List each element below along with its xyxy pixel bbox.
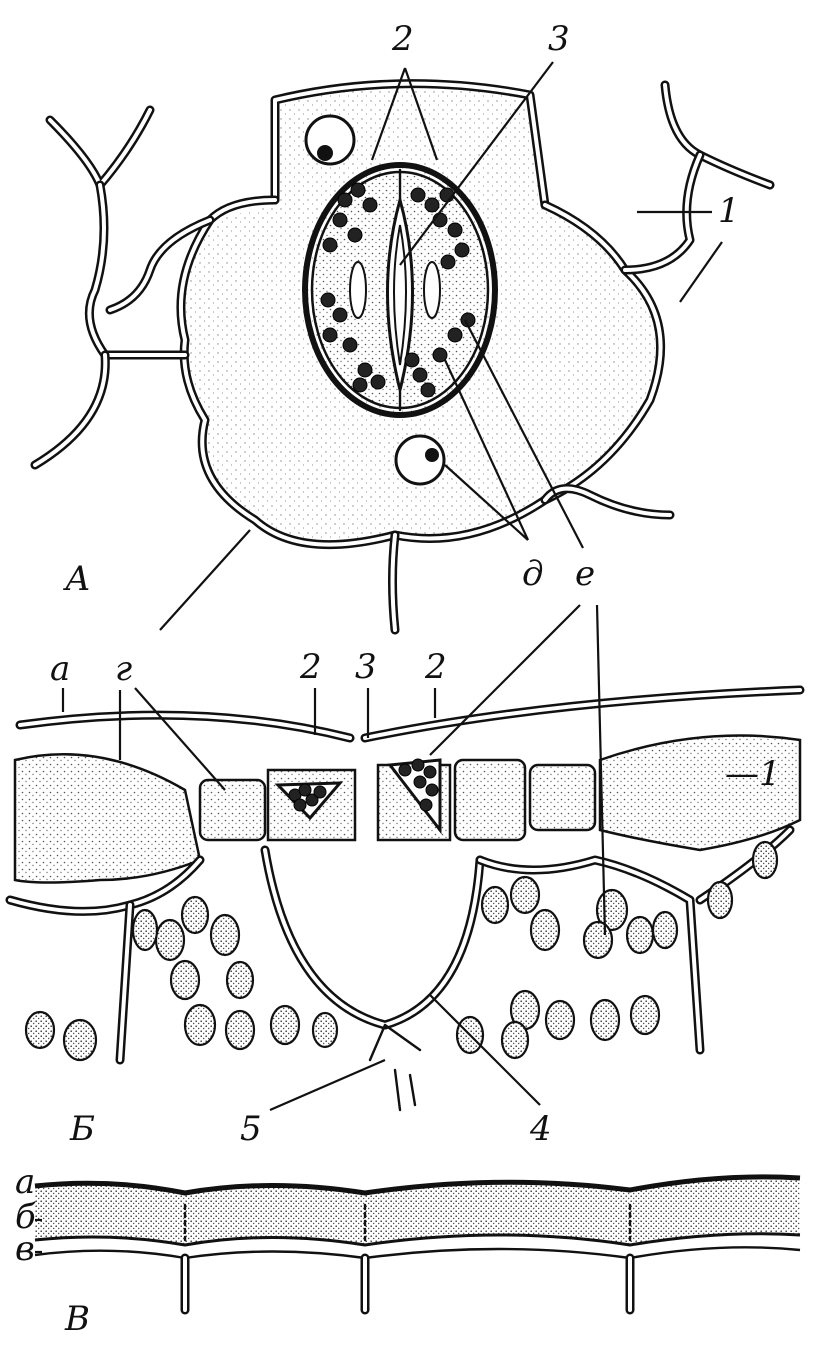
guard-cells-b xyxy=(274,758,442,835)
leaders-b xyxy=(61,604,607,1112)
label-mesophyll-b: 5 xyxy=(240,1109,262,1149)
stoma-a xyxy=(302,162,498,418)
label-pore-b: 3 xyxy=(355,647,377,687)
label-cuticle-b: а xyxy=(50,649,70,689)
leaders-a xyxy=(159,61,723,631)
epidermal-cells-b xyxy=(13,734,802,884)
label-cavity-b: 4 xyxy=(529,1109,552,1149)
label-guard-cells-a: 2 xyxy=(391,19,414,59)
label-nucleus-a: д xyxy=(522,554,544,594)
label-v-v: в xyxy=(15,1229,35,1269)
panel-label-v: В xyxy=(64,1299,90,1339)
label-b-v: б xyxy=(15,1197,36,1237)
nucleus-bottom xyxy=(394,434,446,486)
panel-a: 2 3 1 д е А xyxy=(30,19,775,635)
label-chloroplasts-a: е xyxy=(575,554,595,594)
panel-label-b: Б xyxy=(69,1109,95,1149)
label-pore-a: 3 xyxy=(548,19,570,59)
label-a-v: а xyxy=(15,1162,35,1202)
cell-walls-a xyxy=(30,79,775,635)
label-epidermis-a: 1 xyxy=(718,191,740,231)
label-guard-cell-left-b: 2 xyxy=(299,647,322,687)
panel-b: а г 2 3 2 —1 4 5 Б xyxy=(5,604,805,1149)
label-cell-wall-b: г xyxy=(115,649,132,689)
label-epidermis-b: —1 xyxy=(725,754,781,794)
mesophyll-chloroplasts xyxy=(24,840,779,1062)
label-guard-cell-right-b: 2 xyxy=(424,647,447,687)
panel-v: а б в В xyxy=(15,1162,801,1339)
panel-label-a: А xyxy=(63,559,91,599)
nucleus-top xyxy=(304,114,356,166)
